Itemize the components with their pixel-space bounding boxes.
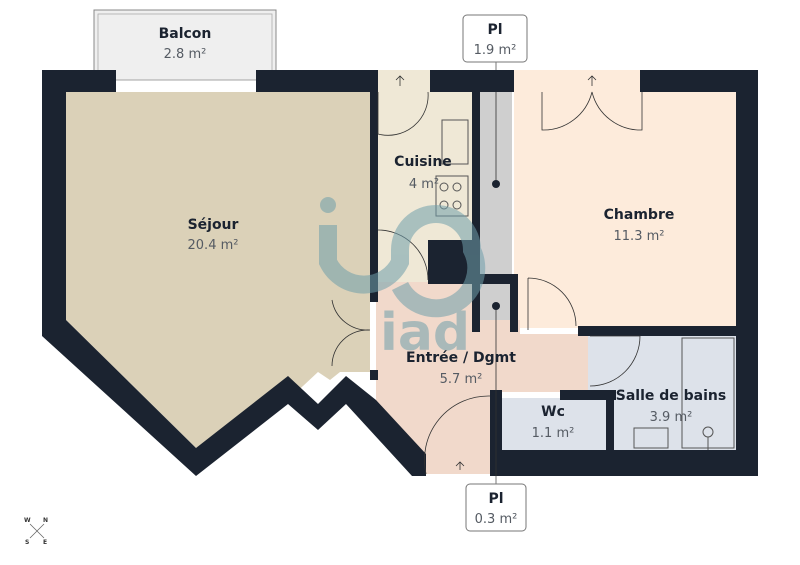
svg-text:N: N (43, 517, 48, 524)
svg-text:E: E (43, 539, 47, 546)
svg-text:Entrée / Dgmt: Entrée / Dgmt (406, 350, 516, 366)
placard-bottom-area (480, 284, 510, 320)
svg-text:4 m²: 4 m² (409, 177, 439, 192)
room-labels: Balcon 2.8 m² Séjour 20.4 m² Cuisine 4 m… (159, 22, 727, 527)
svg-text:1.1 m²: 1.1 m² (532, 426, 575, 441)
fixtures (435, 92, 735, 480)
svg-text:2.8 m²: 2.8 m² (164, 47, 207, 62)
svg-text:Wc: Wc (541, 404, 565, 420)
compass-icon: W N S E (24, 517, 48, 546)
svg-text:Salle de bains: Salle de bains (616, 388, 726, 404)
svg-text:3.9 m²: 3.9 m² (650, 410, 693, 425)
doors (331, 75, 643, 475)
svg-text:20.4 m²: 20.4 m² (188, 238, 239, 253)
svg-text:Pl: Pl (487, 22, 502, 38)
room-balcon (93, 9, 277, 81)
walls (42, 70, 758, 476)
room-wc (502, 398, 606, 450)
room-sejour (66, 92, 370, 448)
svg-text:Cuisine: Cuisine (394, 154, 452, 170)
placard-bottom-tag (465, 483, 527, 532)
svg-text:Balcon: Balcon (159, 26, 212, 42)
svg-text:Séjour: Séjour (188, 217, 239, 233)
svg-text:Pl: Pl (488, 491, 503, 507)
svg-text:S: S (25, 539, 29, 546)
svg-text:11.3 m²: 11.3 m² (614, 229, 665, 244)
iad-watermark: iad (319, 197, 486, 363)
room-entree (376, 282, 590, 474)
svg-text:iad: iad (380, 303, 470, 363)
svg-text:W: W (24, 517, 31, 524)
svg-text:Chambre: Chambre (604, 207, 675, 223)
svg-text:0.3 m²: 0.3 m² (475, 512, 518, 527)
svg-text:1.9 m²: 1.9 m² (474, 43, 517, 58)
placard-top-tag (462, 14, 528, 63)
room-chambre (514, 70, 736, 328)
svg-text:5.7 m²: 5.7 m² (440, 372, 483, 387)
